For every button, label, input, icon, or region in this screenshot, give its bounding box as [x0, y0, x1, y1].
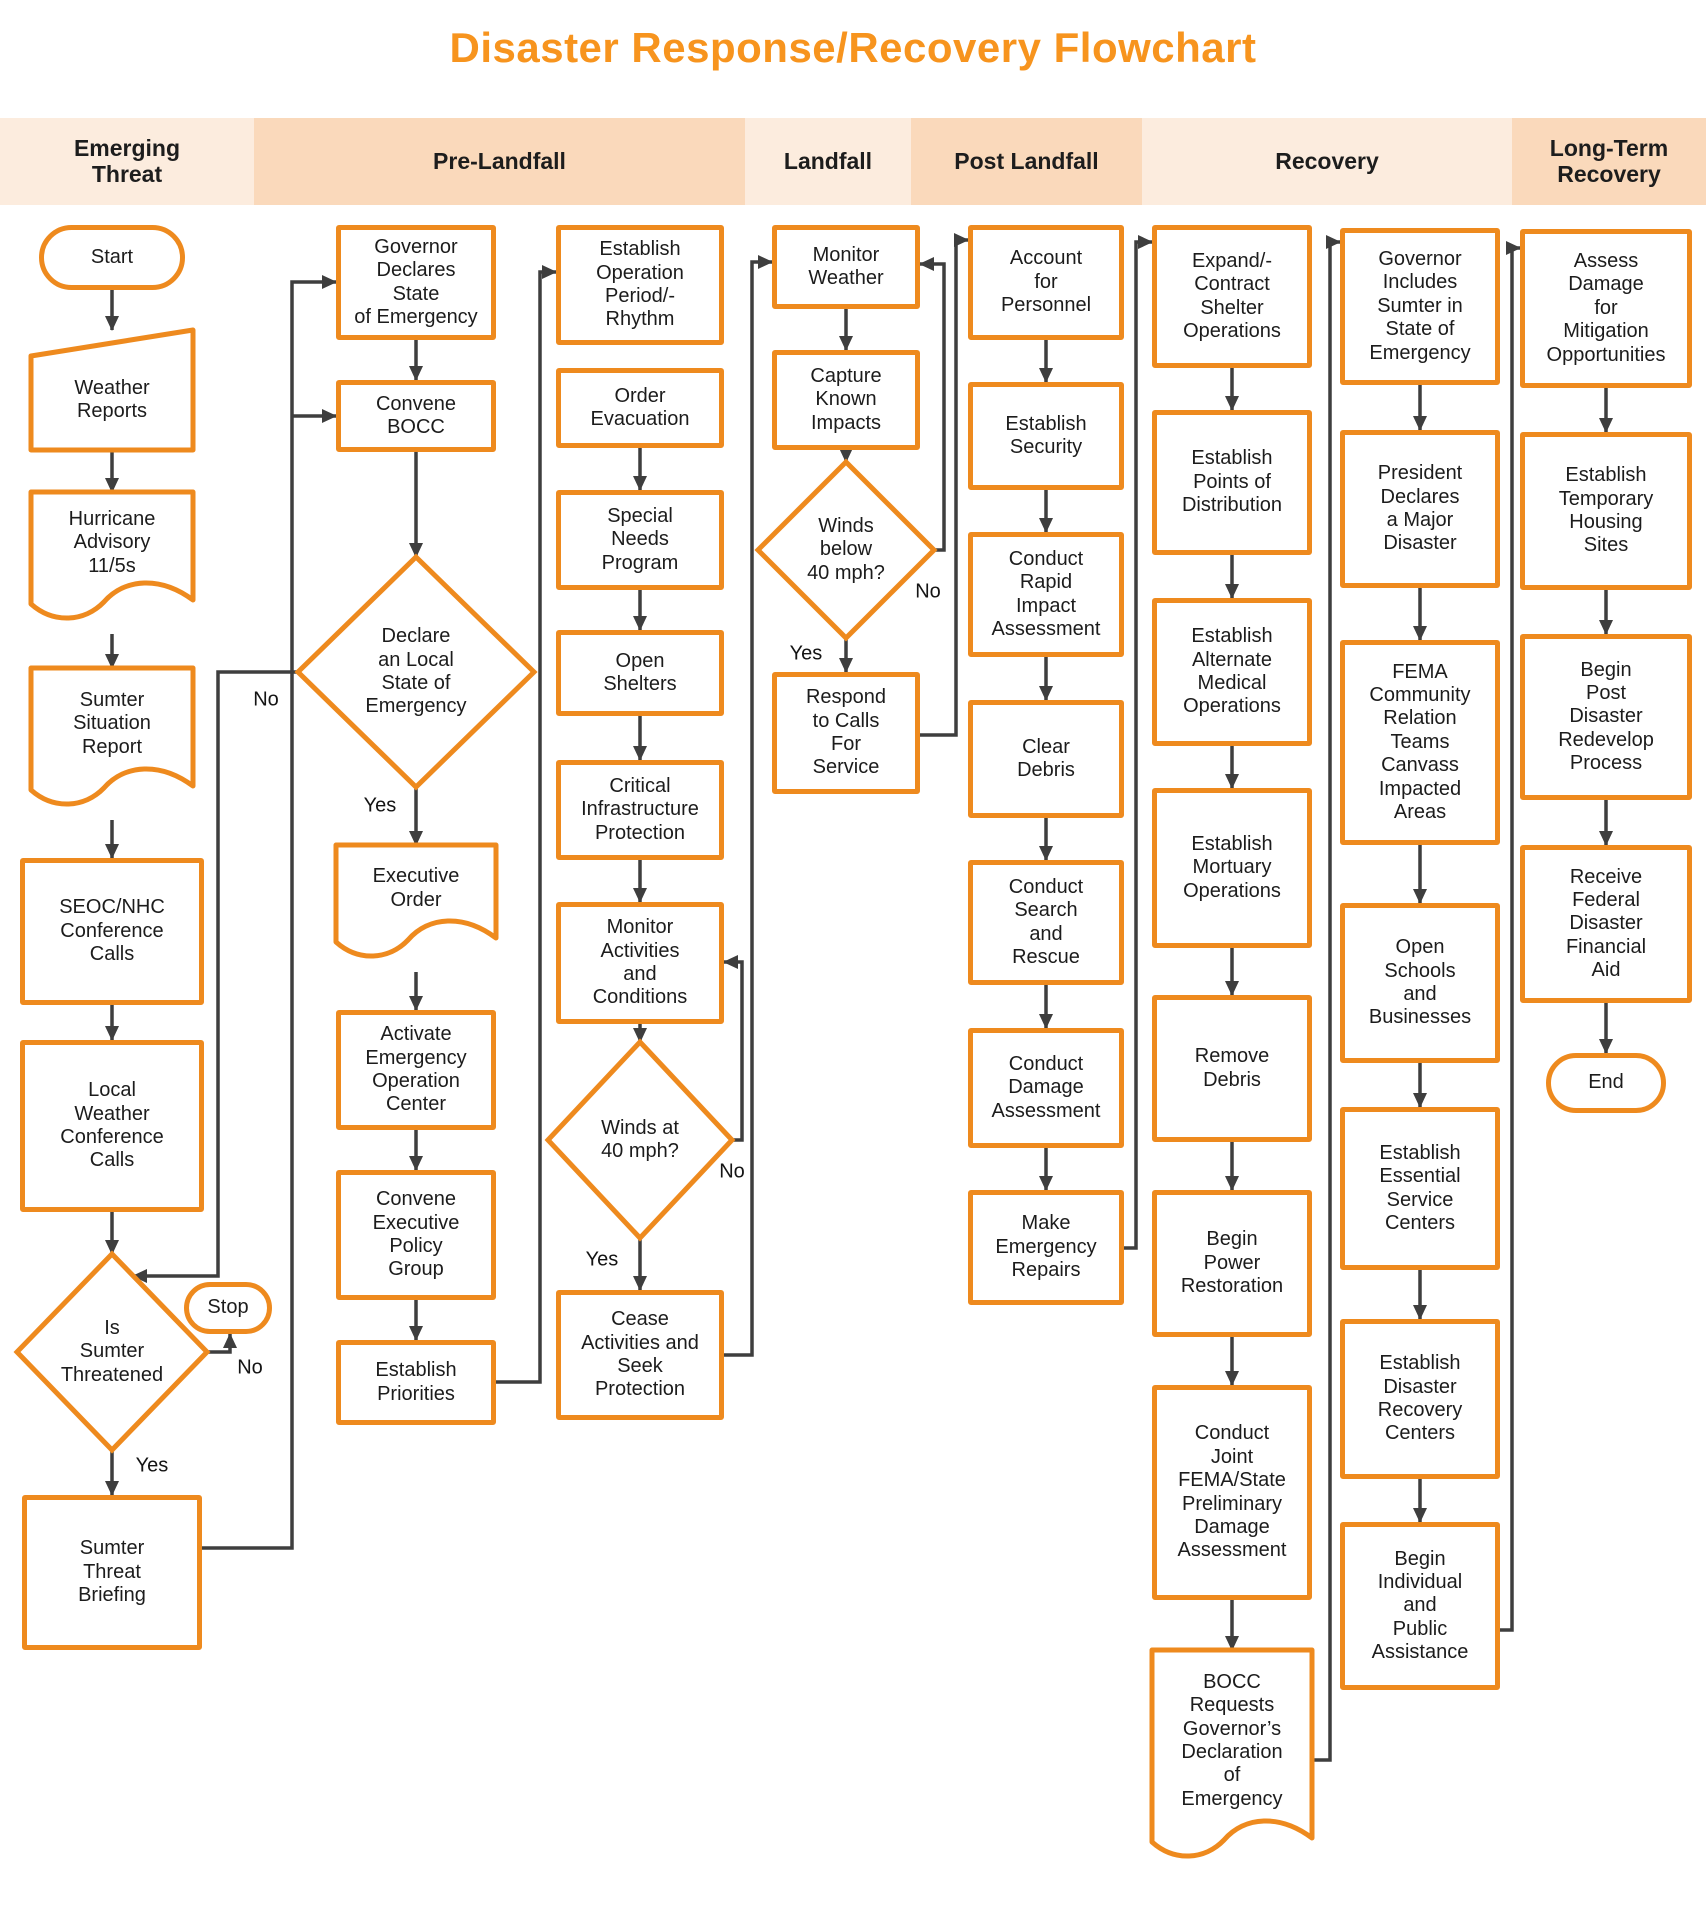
node-begin_ia: Begin Individual and Public Assistance — [1340, 1522, 1500, 1690]
lane-label: Pre-Landfall — [433, 147, 566, 174]
edge-winds40-monitor_activities — [723, 955, 744, 1142]
node-joint_pda: Conduct Joint FEMA/State Preliminary Dam… — [1152, 1385, 1312, 1600]
node-activate_eoc: Activate Emergency Operation Center — [336, 1010, 496, 1130]
node-alt_medical: Establish Alternate Medical Operations — [1152, 598, 1312, 746]
node-executive_order: Executive Order — [372, 865, 460, 911]
edge-winds_below-monitor_weather — [919, 257, 946, 552]
edge-label: Yes — [135, 1454, 169, 1477]
lane-long-term-recovery: Long-Term Recovery — [1512, 118, 1706, 205]
node-sumter_sitrep-shape — [28, 665, 196, 807]
lane-label: Emerging Threat — [73, 134, 181, 187]
edge-is_sumter-stop — [207, 1333, 237, 1354]
edge-label: No — [237, 1356, 263, 1379]
edge-label: No — [253, 688, 279, 711]
edge-establish_priorities-establish_op — [496, 265, 557, 1384]
node-bocc_requests: BOCC Requests Governor’s Declaration of … — [1181, 1670, 1283, 1810]
edge-sumter_briefing-governor_soe — [202, 275, 337, 1550]
node-hurricane_advisory-shape — [28, 489, 196, 621]
node-convene_bocc: Convene BOCC — [336, 380, 496, 452]
node-monitor_activities: Monitor Activities and Conditions — [556, 902, 724, 1024]
node-critical_infra: Critical Infrastructure Protection — [556, 760, 724, 860]
lane-label: Landfall — [783, 147, 873, 174]
node-declare_soe-shape — [294, 553, 538, 791]
node-winds_below-shape — [754, 458, 938, 642]
node-power_restoration: Begin Power Restoration — [1152, 1190, 1312, 1337]
node-mortuary: Establish Mortuary Operations — [1152, 788, 1312, 948]
node-essential_centers: Establish Essential Service Centers — [1340, 1107, 1500, 1270]
node-governor_soe: Governor Declares State of Emergency — [336, 225, 496, 340]
node-winds_below: Winds below 40 mph? — [807, 514, 885, 584]
lane-landfall: Landfall — [745, 118, 911, 205]
node-conduct_sar: Conduct Search and Rescue — [968, 860, 1124, 985]
edge-label: No — [915, 580, 941, 603]
node-winds40-shape — [544, 1038, 736, 1242]
edge-cease_activities-monitor_weather — [724, 255, 773, 1357]
edge-begin_ia-assess_damage — [1500, 241, 1521, 1632]
node-governor_includes: Governor Includes Sumter in State of Eme… — [1340, 228, 1500, 385]
node-executive_order-shape — [333, 842, 499, 959]
node-bocc_requests-shape — [1149, 1647, 1315, 1859]
node-sumter_sitrep: Sumter Situation Report — [73, 688, 151, 758]
node-end: End — [1546, 1053, 1666, 1113]
node-president_declares: President Declares a Major Disaster — [1340, 430, 1500, 588]
node-sumter_briefing: Sumter Threat Briefing — [22, 1495, 202, 1650]
node-receive_aid: Receive Federal Disaster Financial Aid — [1520, 845, 1692, 1003]
node-establish_priorities: Establish Priorities — [336, 1340, 496, 1425]
node-account_personnel: Account for Personnel — [968, 225, 1124, 340]
lane-label: Recovery — [1275, 147, 1379, 174]
edge-respond_calls-account_personnel — [920, 233, 969, 737]
node-remove_debris: Remove Debris — [1152, 995, 1312, 1142]
node-fema_crt: FEMA Community Relation Teams Canvass Im… — [1340, 640, 1500, 845]
node-conduct_rapid: Conduct Rapid Impact Assessment — [968, 532, 1124, 657]
lane-label: Long-Term Recovery — [1549, 134, 1669, 187]
node-start: Start — [39, 225, 185, 290]
node-local_weather: Local Weather Conference Calls — [20, 1040, 204, 1212]
node-make_repairs: Make Emergency Repairs — [968, 1190, 1124, 1305]
edge-label: Yes — [585, 1248, 619, 1271]
node-open_schools: Open Schools and Businesses — [1340, 903, 1500, 1063]
node-begin_post: Begin Post Disaster Redevelop Process — [1520, 634, 1692, 800]
node-respond_calls: Respond to Calls For Service — [772, 672, 920, 794]
node-points_distribution: Establish Points of Distribution — [1152, 410, 1312, 555]
node-cease_activities: Cease Activities and Seek Protection — [556, 1290, 724, 1420]
node-establish_op: Establish Operation Period/- Rhythm — [556, 225, 724, 345]
node-capture_impacts: Capture Known Impacts — [772, 350, 920, 450]
node-is_sumter: Is Sumter Threatened — [60, 1316, 164, 1386]
node-weather_reports: Weather Reports — [74, 376, 150, 422]
node-hurricane_advisory: Hurricane Advisory 11/5s — [68, 507, 156, 577]
lane-post-landfall: Post Landfall — [911, 118, 1142, 205]
node-drc: Establish Disaster Recovery Centers — [1340, 1319, 1500, 1479]
edge-label: Yes — [363, 794, 397, 817]
lane-emerging-threat: Emerging Threat — [0, 118, 254, 205]
node-expand_shelter: Expand/- Contract Shelter Operations — [1152, 225, 1312, 368]
node-seoc_nhc: SEOC/NHC Conference Calls — [20, 858, 204, 1005]
node-conduct_damage: Conduct Damage Assessment — [968, 1028, 1124, 1148]
node-clear_debris: Clear Debris — [968, 700, 1124, 818]
node-winds40: Winds at 40 mph? — [601, 1116, 679, 1162]
node-convene_epg: Convene Executive Policy Group — [336, 1170, 496, 1300]
node-establish_security: Establish Security — [968, 382, 1124, 490]
edge-label: No — [719, 1160, 745, 1183]
edge-bocc_requests-governor_includes — [1312, 235, 1341, 1762]
node-special_needs: Special Needs Program — [556, 490, 724, 590]
node-open_shelters: Open Shelters — [556, 630, 724, 716]
edge-declare_soe-is_sumter — [132, 670, 298, 1283]
edge-label: Yes — [789, 642, 823, 665]
lane-recovery: Recovery — [1142, 118, 1512, 205]
node-monitor_weather: Monitor Weather — [772, 225, 920, 309]
lane-label: Post Landfall — [954, 147, 1099, 174]
page-title: Disaster Response/Recovery Flowchart — [449, 24, 1257, 71]
node-weather_reports-shape — [28, 327, 196, 453]
node-declare_soe: Declare an Local State of Emergency — [365, 625, 467, 718]
lane-pre-landfall: Pre-Landfall — [254, 118, 745, 205]
node-stop: Stop — [184, 1282, 272, 1334]
node-assess_damage: Assess Damage for Mitigation Opportuniti… — [1520, 229, 1692, 388]
node-temp_housing: Establish Temporary Housing Sites — [1520, 432, 1692, 590]
edge-make_repairs-expand_shelter — [1124, 235, 1153, 1250]
node-is_sumter-shape — [13, 1250, 211, 1454]
node-order_evac: Order Evacuation — [556, 368, 724, 448]
